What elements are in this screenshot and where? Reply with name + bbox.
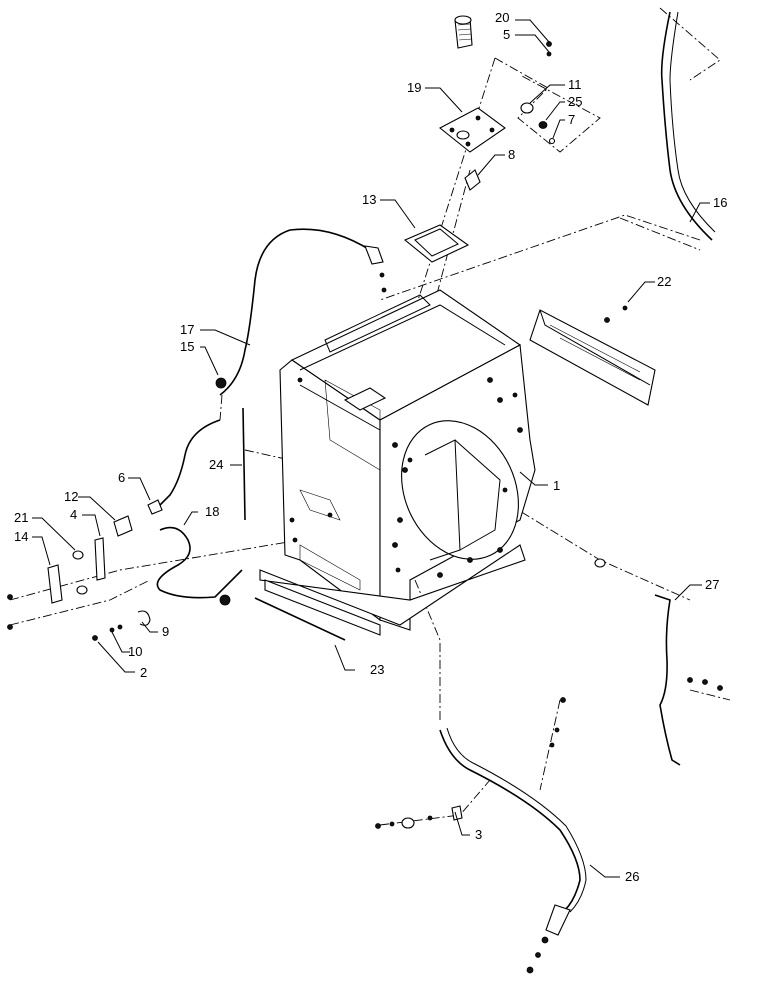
callout-11: 11 [568,77,582,92]
callouts: 1 2 3 4 5 6 7 8 9 10 11 12 13 14 15 16 1… [14,10,727,884]
leader-lines [32,19,710,878]
callout-5: 5 [503,27,510,42]
hose-26 [439,697,587,974]
callout-10: 10 [128,644,142,659]
callout-17: 17 [180,322,194,337]
callout-20: 20 [495,10,509,25]
callout-22: 22 [657,274,671,289]
callout-21: 21 [14,510,28,525]
bolts-left [7,594,123,641]
clip-small [219,594,231,606]
fitting-12 [113,515,133,537]
callout-1: 1 [553,478,560,493]
callout-7: 7 [568,112,575,127]
callout-13: 13 [362,192,376,207]
callout-8: 8 [508,147,515,162]
clamp-9 [137,610,151,626]
washer-21 [72,550,88,595]
callout-23: 23 [370,662,384,677]
hose-27 [594,558,723,766]
bracket-4 [94,537,106,581]
filler-plate-19 [439,107,506,153]
callout-2: 2 [140,665,147,680]
callout-15: 15 [180,339,194,354]
callout-14: 14 [14,529,28,544]
callout-9: 9 [162,624,169,639]
callout-3: 3 [475,827,482,842]
strip-24 [242,407,246,521]
hose-17 [159,228,387,506]
callout-6: 6 [118,470,125,485]
frame-bolt-holes [289,377,523,578]
callout-12: 12 [64,489,78,504]
screw-20-5 [546,41,552,57]
main-frame [259,289,536,636]
gasket-13 [403,224,470,263]
callout-4: 4 [70,507,77,522]
callout-18: 18 [205,504,219,519]
filler-cap [454,15,473,49]
fitting-8 [464,169,481,191]
strip-23 [254,597,346,641]
callout-19: 19 [407,80,421,95]
callout-27: 27 [705,577,719,592]
clip-15 [215,377,227,389]
bracket-14 [47,564,63,604]
hose-18 [156,526,243,599]
hose-16 [660,11,716,241]
bracket-22 [529,305,656,406]
fitting-6 [147,499,163,515]
callout-26: 26 [625,869,639,884]
callout-25: 25 [568,94,582,109]
sender-11-25-7 [520,102,556,145]
clamp-3 [375,805,463,829]
callout-24: 24 [209,457,223,472]
callout-16: 16 [713,195,727,210]
